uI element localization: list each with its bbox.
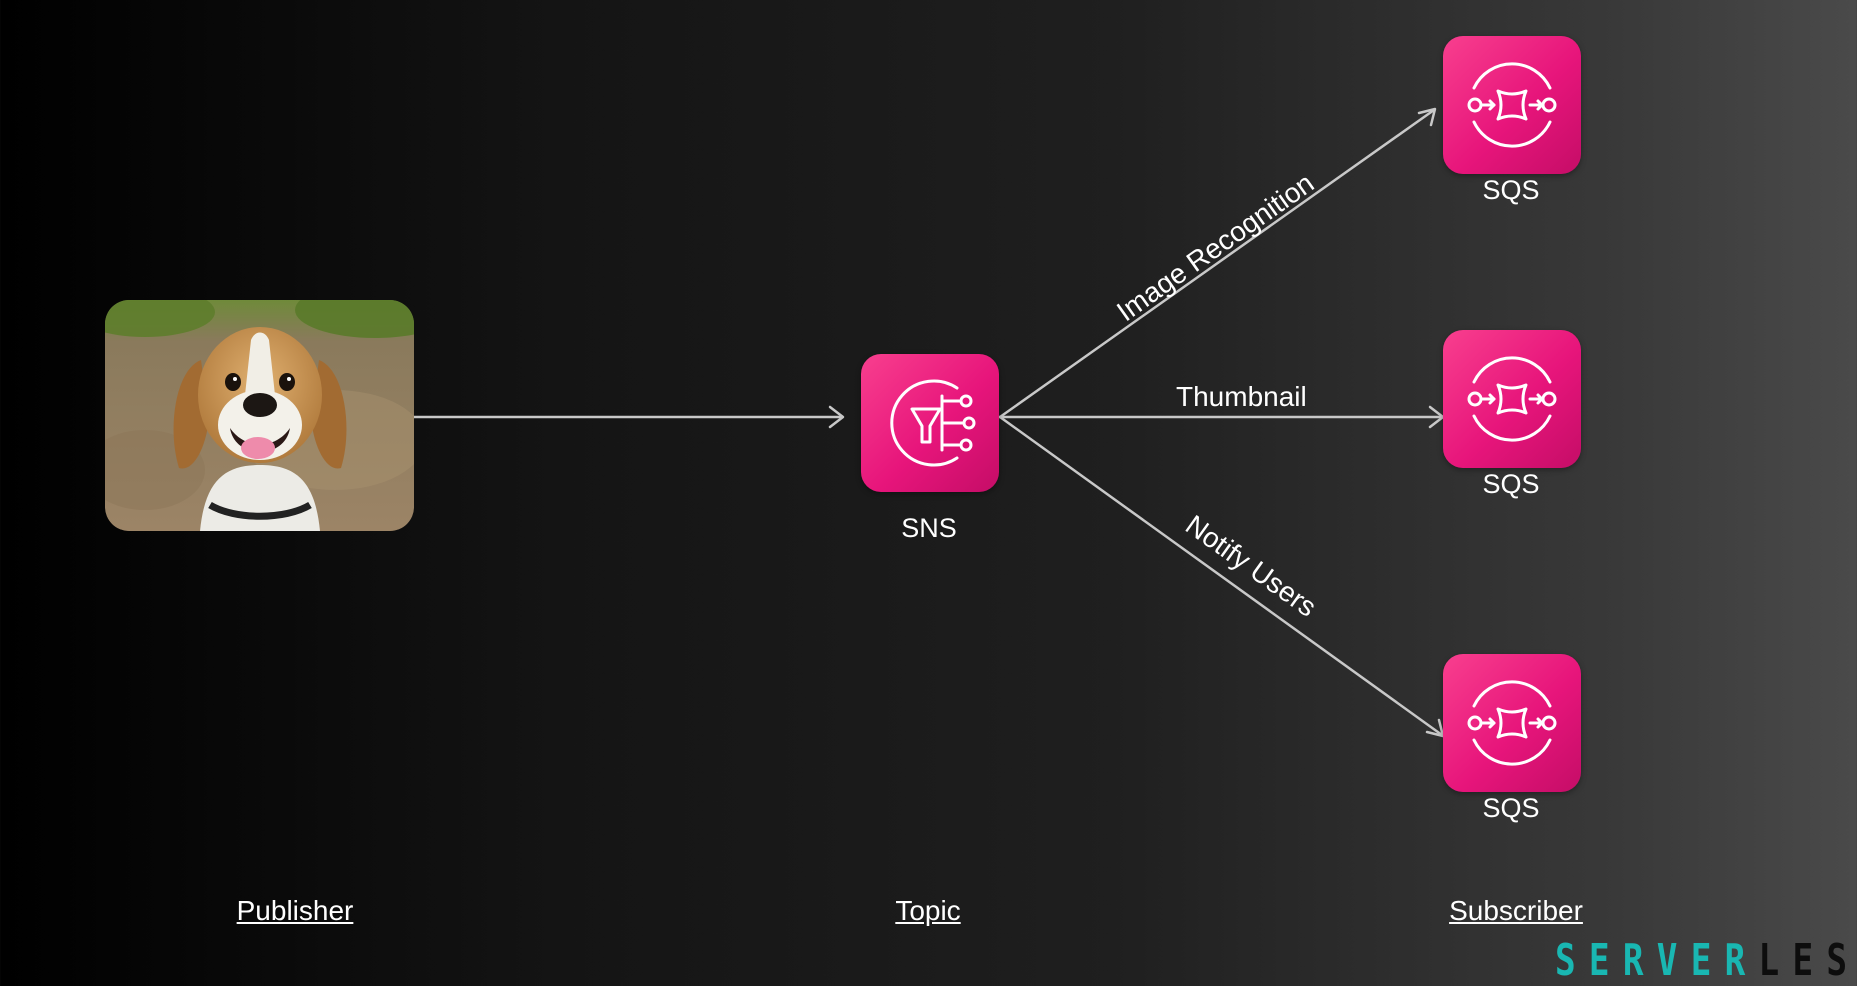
sqs-tile-bottom <box>1443 654 1581 792</box>
publisher-dog-photo <box>105 300 414 531</box>
sns-topic-tile <box>861 354 999 492</box>
logo-part-server: SERVER <box>1555 935 1759 986</box>
sqs-icon <box>1467 680 1557 766</box>
sqs-icon <box>1467 62 1557 148</box>
edge-label-thumbnail: Thumbnail <box>1176 381 1307 412</box>
topic-to-sqs-bottom-arrow <box>998 415 1445 738</box>
sqs-tile-top <box>1443 36 1581 174</box>
sqs-tile-middle <box>1443 330 1581 468</box>
sqs-label-bottom: SQS <box>1482 793 1540 823</box>
publisher-to-topic-arrow <box>412 405 845 429</box>
sqs-label-middle: SQS <box>1482 469 1540 499</box>
serverlessq-logo: SERVERLESSQ <box>1555 937 1857 985</box>
sns-icon <box>890 379 976 467</box>
sns-label: SNS <box>901 513 957 543</box>
column-label-topic: Topic <box>895 895 961 926</box>
topic-to-sqs-top-arrow <box>998 107 1437 419</box>
column-label-publisher: Publisher <box>236 895 354 926</box>
column-label-subscriber: Subscriber <box>1449 895 1583 926</box>
logo-part-less: LESS <box>1758 935 1857 986</box>
sqs-icon <box>1467 356 1557 442</box>
sqs-label-top: SQS <box>1482 175 1540 205</box>
